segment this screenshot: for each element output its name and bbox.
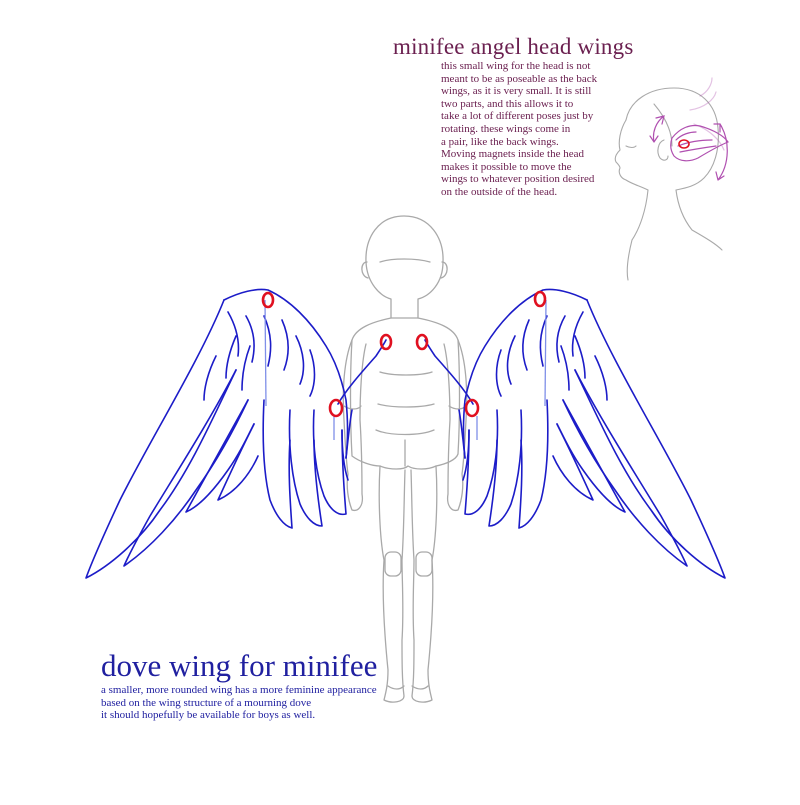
doll-torso (349, 317, 461, 470)
side-shoulder (626, 239, 633, 281)
wing-left-marks (203, 335, 251, 401)
dove-wing-title: dove wing for minifee (101, 648, 378, 683)
doll-hip (375, 429, 435, 436)
wing-left-strap-2 (345, 409, 353, 459)
side-ear (657, 139, 669, 161)
magnet-left-wing-top (261, 291, 275, 309)
doll-head (365, 215, 444, 319)
wing-left-secondary-3 (312, 409, 347, 516)
head-desc-line: makes it possible to move the (441, 160, 572, 173)
side-wing-ghost (689, 77, 725, 151)
wing-right-primary-1 (574, 299, 726, 579)
side-head-outline (625, 87, 719, 191)
doll-waist-seam (377, 403, 435, 408)
head-desc-line: rotating. these wings come in (441, 122, 571, 135)
wing-left-coverts-2 (295, 335, 316, 397)
side-hair-line (653, 103, 673, 147)
wing-right-spine (544, 299, 547, 407)
head-desc-line: wings to whatever position desired (441, 173, 595, 186)
magnet-right-shoulder (415, 333, 429, 351)
doll-ear-right (440, 261, 448, 279)
wing-left-coverts-1 (227, 311, 290, 371)
dove-desc-line: it should hopefully be available for boy… (101, 709, 316, 722)
head-desc-line: Moving magnets inside the head (441, 148, 584, 161)
doll-knee-right (415, 551, 433, 577)
side-head-wing (670, 124, 729, 162)
dove-desc-line: based on the wing structure of a mournin… (101, 696, 312, 709)
head-desc-line: two parts, and this allows it to (441, 97, 574, 110)
doll-leg-left (378, 465, 406, 703)
side-eye (625, 145, 637, 149)
doll-ear-left (361, 261, 369, 279)
side-face-profile (614, 119, 649, 191)
wing-right-primary-4 (552, 423, 594, 501)
head-desc-line: on the outside of the head. (441, 185, 558, 198)
side-head-wing-feathers (675, 131, 717, 153)
head-desc-line: a pair, like the back wings. (441, 135, 559, 148)
side-neck (631, 189, 723, 251)
dove-wing-description: a smaller, more rounded wing has a more … (101, 684, 377, 722)
doll-arm-right (443, 339, 468, 512)
wing-right-strap-2 (458, 409, 466, 459)
wing-left-strap (337, 339, 387, 405)
doll-back-seam (379, 371, 433, 376)
wing-left-spine (264, 299, 267, 407)
magnet-markers (261, 290, 547, 418)
doll-ankle-right (411, 685, 429, 690)
wing-right-marks (560, 335, 608, 401)
head-wings-description: this small wing for the head is not mean… (441, 60, 616, 199)
wing-left-leading-edge (223, 288, 349, 459)
wing-right-primary-3 (556, 399, 626, 513)
wing-left-secondary-4 (341, 429, 349, 481)
doll-elbow-right (448, 405, 467, 410)
wing-right-secondary-3 (464, 409, 499, 516)
head-desc-line: meant to be as poseable as the back (441, 72, 598, 85)
wing-right-leading-edge (462, 288, 588, 459)
rotate-arrow-right-icon (713, 123, 728, 181)
wing-right-secondary-2 (488, 409, 523, 527)
head-side-sketch (614, 77, 729, 281)
head-desc-line: this small wing for the head is not (441, 60, 591, 72)
wing-right-secondary-4 (462, 429, 470, 481)
magnet-left-wing-joint (328, 398, 344, 418)
wing-left-secondary-1 (262, 399, 293, 529)
head-desc-line: take a lot of different poses just by (441, 110, 594, 123)
doll-knee-left (384, 551, 402, 577)
head-wings-title: minifee angel head wings (393, 34, 634, 59)
doll-figure (342, 215, 468, 703)
head-desc-line: wings, as it is very small. It is still (441, 85, 592, 98)
dove-desc-line: a smaller, more rounded wing has a more … (101, 684, 377, 696)
magnet-left-shoulder (379, 333, 393, 351)
wing-right-coverts-2 (495, 335, 516, 397)
doll-leg-right (410, 465, 438, 703)
wing-left-primary-1 (85, 299, 237, 579)
wing-left (85, 288, 387, 579)
rotate-arrow-left-icon (649, 115, 665, 143)
side-head-magnet (678, 139, 690, 149)
magnet-right-wing-joint (464, 398, 480, 418)
doll-hair-line (379, 258, 431, 263)
wing-left-primary-3 (185, 399, 255, 513)
wing-right-secondary-1 (518, 399, 549, 529)
doll-elbow-left (343, 405, 362, 410)
magnet-right-wing-top (533, 290, 547, 308)
doll-ankle-left (387, 685, 405, 690)
wing-left-secondary-2 (288, 409, 323, 527)
doll-arm-left (342, 339, 367, 512)
wing-left-primary-4 (217, 423, 259, 501)
wing-right-coverts-1 (521, 311, 584, 371)
wing-right (424, 288, 726, 579)
